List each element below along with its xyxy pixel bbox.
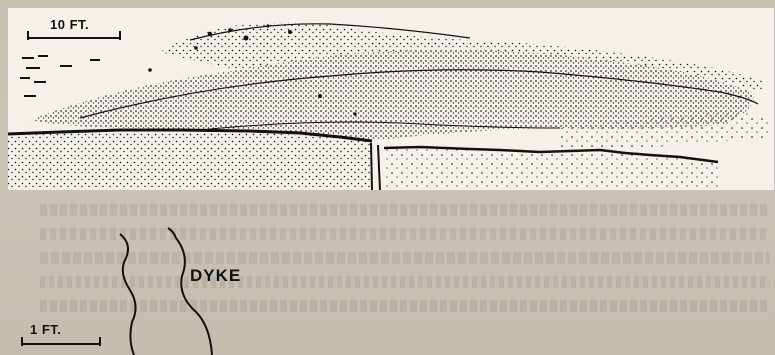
dyke-outline xyxy=(120,228,212,355)
scale-bar-bottom xyxy=(22,337,100,346)
scale-label-10ft: 10 FT. xyxy=(50,17,89,32)
lower-slab xyxy=(8,131,372,190)
scale-label-1ft: 1 FT. xyxy=(30,322,61,337)
dyke-label: DYKE xyxy=(190,266,241,286)
